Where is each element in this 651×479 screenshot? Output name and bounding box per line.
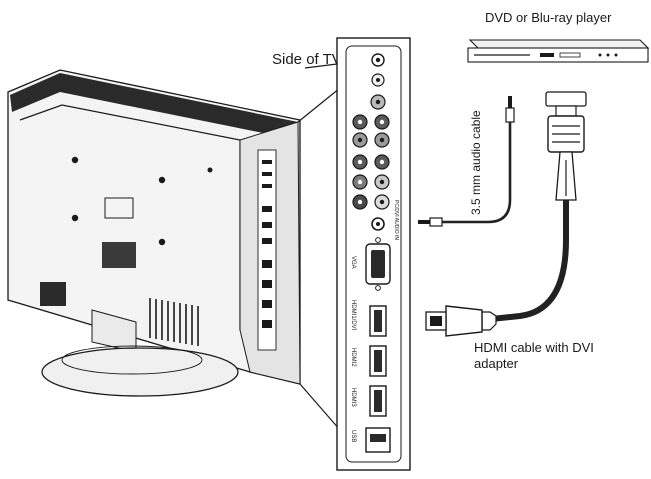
tv-power-connector	[40, 282, 66, 306]
tv-label-plate	[104, 197, 134, 219]
hdmi1-port	[369, 305, 387, 337]
hdmi-cable-label-line2: adapter	[474, 356, 519, 371]
tv-side-port-marks	[262, 160, 272, 328]
usb-port-label: USB	[350, 430, 356, 442]
pc-audio-port-label: PC/DVI AUDIO IN	[393, 200, 399, 240]
side-of-tv-label: Side of TV	[272, 51, 342, 68]
usb-port	[365, 427, 391, 453]
dvd-player	[467, 39, 650, 63]
hdmi3-port	[369, 385, 387, 417]
vga-port	[365, 237, 391, 291]
tv-terminal-block	[102, 242, 136, 268]
dvd-player-front	[467, 47, 649, 63]
side-panel: PC/DVI AUDIO IN VGA HDMI1/DVI HDMI2 HDMI…	[336, 37, 411, 471]
hdmi-cable-label-line1: HDMI cable with DVI	[474, 340, 594, 355]
tv-lower-vent	[149, 298, 199, 346]
audio-cable-label: 3.5 mm audio cable	[469, 110, 483, 215]
audio-cable	[418, 96, 515, 227]
tv-top-vent	[10, 73, 298, 140]
headphone-jack	[371, 53, 385, 67]
hdmi1-port-label: HDMI1/DVI	[350, 300, 356, 331]
side-callout-lines	[297, 87, 341, 431]
tv-screws	[71, 156, 213, 246]
rca-jacks	[352, 94, 390, 210]
hdmi3-port-label: HDMI3	[350, 388, 356, 407]
vga-port-label: VGA	[350, 256, 356, 269]
player-label: DVD or Blu-ray player	[485, 10, 612, 25]
tv-stand-base	[41, 347, 239, 397]
dvd-player-top	[468, 39, 650, 49]
tv-stand-base-top	[61, 345, 203, 375]
tv-rear-illustration	[7, 69, 301, 397]
side-of-tv-leader	[304, 63, 338, 69]
hdmi2-port-label: HDMI2	[350, 348, 356, 367]
hdmi-dvi-cable	[425, 91, 587, 337]
hdmi2-port	[369, 345, 387, 377]
